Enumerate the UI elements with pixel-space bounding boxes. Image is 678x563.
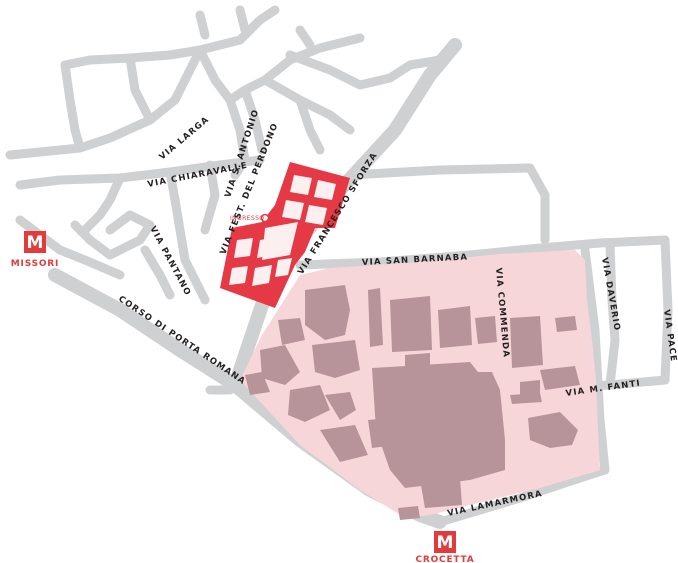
metro-station-label: CROCETTA [415,555,474,563]
campus-buildings [245,285,580,520]
metro-station-missori[interactable]: M MISSORI [11,231,59,269]
metro-station-crocetta[interactable]: M CROCETTA [415,531,474,563]
street-label-via-daverio: VIA DAVERIO [599,257,622,332]
metro-icon[interactable] [24,231,46,253]
metro-icon-glyph: M [27,233,44,253]
street-label-corso-di-porta-romana: CORSO DI PORTA ROMANA [116,294,247,387]
entrance-marker[interactable]: INGRESSO [230,213,270,223]
road-network [5,5,673,529]
entrance-dot[interactable] [260,213,270,223]
metro-icon[interactable] [434,531,456,553]
entrance-label: INGRESSO [230,215,264,222]
metro-icon-glyph: M [437,533,454,553]
street-label-via-larga: VIA LARGA [158,115,212,163]
highlight-building [220,162,350,308]
metro-station-label: MISSORI [11,259,59,269]
